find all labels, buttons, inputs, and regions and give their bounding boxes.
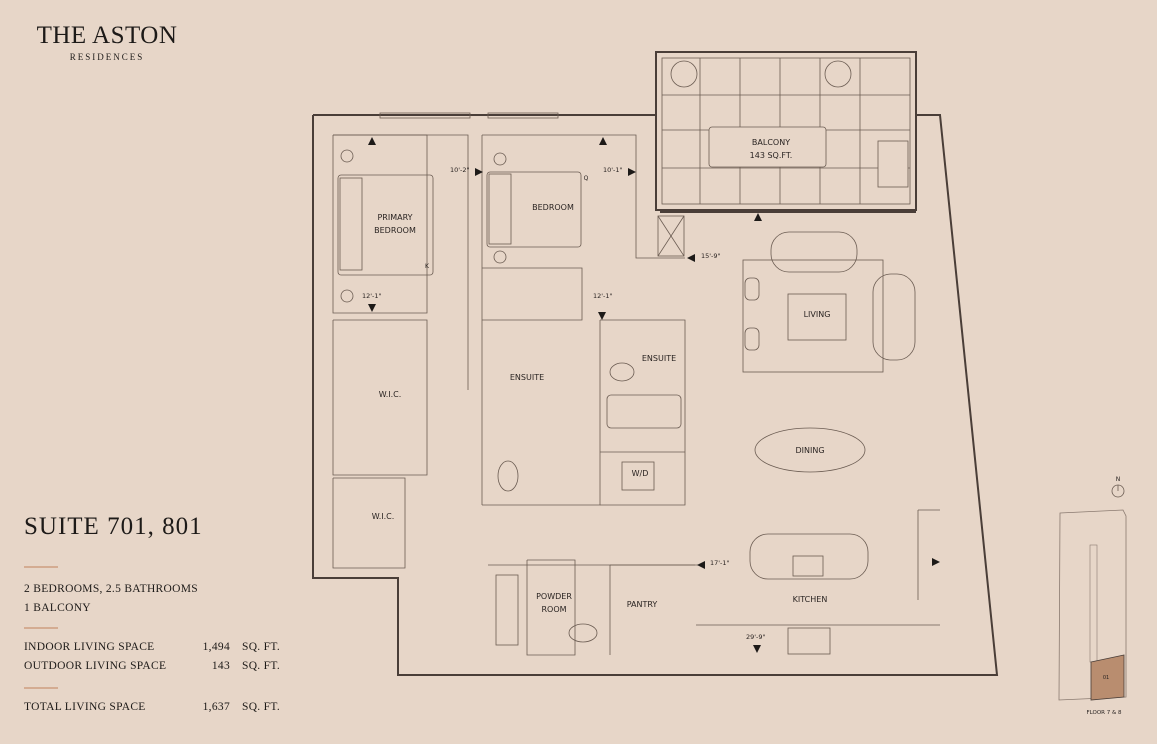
outdoor-value: 143 xyxy=(211,660,230,672)
balcony-area: 143 SQ.FT. xyxy=(750,151,793,160)
divider xyxy=(24,627,58,629)
balcony xyxy=(655,51,917,211)
north-label: N xyxy=(1116,476,1121,483)
room-label-powder-room: POWDER xyxy=(536,592,572,601)
room-label-primary-bedroom: BEDROOM xyxy=(374,226,416,235)
bed-size-k: K xyxy=(425,263,430,270)
dimension-label: 12'-1" xyxy=(362,292,382,300)
outdoor-unit: SQ. FT. xyxy=(242,660,280,672)
dimension-label: 15'-9" xyxy=(701,252,721,260)
room-label-balcony: BALCONY xyxy=(752,138,790,147)
interior-walls xyxy=(332,134,940,656)
room-label-wd: W/D xyxy=(632,469,649,478)
rooms-summary: 2 BEDROOMS, 2.5 BATHROOMS xyxy=(24,583,198,595)
indoor-label: INDOOR LIVING SPACE xyxy=(24,641,155,653)
furniture xyxy=(337,149,916,655)
indoor-value: 1,494 xyxy=(202,641,230,653)
room-label-kitchen: KITCHEN xyxy=(793,595,828,604)
key-plan xyxy=(1058,484,1127,701)
dimension-arrows xyxy=(368,137,940,653)
bed-size-q: Q xyxy=(584,175,589,182)
dimension-label: 10'-2" xyxy=(450,166,470,174)
key-plan-floor: FLOOR 7 & 8 xyxy=(1086,710,1122,716)
suite-title: SUITE 701, 801 xyxy=(24,513,203,540)
windows xyxy=(379,112,559,119)
room-label-ensuite: ENSUITE xyxy=(642,354,676,363)
indoor-unit: SQ. FT. xyxy=(242,641,280,653)
room-label-wic: W.I.C. xyxy=(379,390,402,399)
dimensions: 10'-2" 10'-1" 12'-1" 12'-1" 15'-9" 17'-1… xyxy=(362,166,766,641)
room-label-primary-bedroom: PRIMARY xyxy=(377,213,412,222)
room-label-ensuite: ENSUITE xyxy=(510,373,544,382)
total-unit: SQ. FT. xyxy=(242,701,280,713)
divider xyxy=(24,566,58,568)
total-label: TOTAL LIVING SPACE xyxy=(24,701,146,713)
total-value: 1,637 xyxy=(202,701,230,713)
room-label-dining: DINING xyxy=(795,446,824,455)
key-plan-unit: 01 xyxy=(1103,675,1109,681)
exterior-walls xyxy=(312,114,999,676)
room-label-bedroom: BEDROOM xyxy=(532,203,574,212)
room-label-wic: W.I.C. xyxy=(372,512,395,521)
dimension-label: 10'-1" xyxy=(603,166,623,174)
divider xyxy=(24,687,58,689)
dimension-label: 17'-1" xyxy=(710,559,730,567)
brand-title: THE ASTON xyxy=(36,22,178,49)
brand-logo: THE ASTON RESIDENCES xyxy=(24,22,190,62)
room-label-powder-room: ROOM xyxy=(541,605,566,614)
room-label-pantry: PANTRY xyxy=(627,600,658,609)
balcony-summary: 1 BALCONY xyxy=(24,602,91,614)
brand-subtitle: RESIDENCES xyxy=(69,52,145,62)
dimension-label: 29'-9" xyxy=(746,633,766,641)
dimension-label: 12'-1" xyxy=(593,292,613,300)
room-label-living: LIVING xyxy=(804,310,831,319)
outdoor-label: OUTDOOR LIVING SPACE xyxy=(24,660,167,672)
